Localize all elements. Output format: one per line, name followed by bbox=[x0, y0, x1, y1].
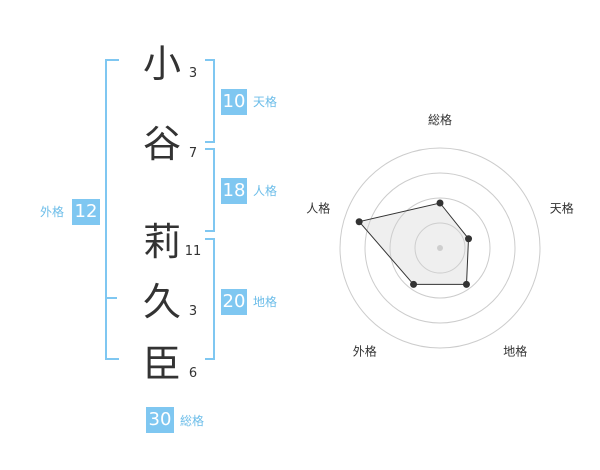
radar-ring-3 bbox=[364, 172, 516, 324]
stroke-count-2: 7 bbox=[188, 146, 198, 161]
radar-axis-label: 天格 bbox=[550, 200, 574, 215]
soukaku-value: 30 bbox=[146, 407, 174, 433]
name-char-4: 久 bbox=[142, 280, 181, 324]
jinkaku-value: 18 bbox=[221, 178, 247, 204]
gaikaku-label: 外格 bbox=[40, 205, 65, 219]
radar-value-area bbox=[358, 202, 470, 285]
jinkaku-label: 人格 bbox=[253, 184, 278, 198]
stroke-count-5: 6 bbox=[188, 366, 198, 381]
soukaku-label: 総格 bbox=[180, 414, 205, 428]
tenkaku-bracket bbox=[205, 59, 215, 143]
gaikaku-bracket bbox=[105, 59, 119, 360]
radar-point-5 bbox=[355, 218, 363, 226]
radar-ring-1 bbox=[414, 222, 466, 274]
jinkaku-bracket bbox=[205, 148, 215, 232]
chikaku-bracket bbox=[205, 238, 215, 360]
radar-axis-label: 人格 bbox=[306, 200, 330, 215]
name-char-1: 小 bbox=[142, 42, 181, 86]
gaikaku-value: 12 bbox=[72, 199, 100, 225]
radar-point-4 bbox=[410, 280, 418, 288]
name-char-2: 谷 bbox=[142, 122, 181, 166]
name-char-5: 臣 bbox=[142, 342, 181, 386]
radar-center-dot bbox=[437, 245, 443, 251]
radar-point-3 bbox=[462, 280, 470, 288]
tenkaku-value: 10 bbox=[221, 89, 247, 115]
name-char-3: 莉 bbox=[142, 220, 181, 264]
stroke-count-3: 11 bbox=[184, 244, 202, 259]
chikaku-label: 地格 bbox=[253, 295, 278, 309]
radar-axis-label: 地格 bbox=[503, 344, 527, 359]
radar-axis-label: 総格 bbox=[428, 112, 452, 127]
radar-point-1 bbox=[436, 199, 444, 207]
chikaku-value: 20 bbox=[221, 289, 247, 315]
radar-ring-2 bbox=[389, 197, 491, 299]
radar-ring-4 bbox=[339, 147, 541, 349]
radar-axis-label: 外格 bbox=[353, 344, 377, 359]
radar-point-2 bbox=[465, 235, 473, 243]
gaikaku-divider bbox=[105, 297, 117, 299]
stroke-count-1: 3 bbox=[188, 66, 198, 81]
tenkaku-label: 天格 bbox=[253, 95, 278, 109]
stroke-count-4: 3 bbox=[188, 304, 198, 319]
